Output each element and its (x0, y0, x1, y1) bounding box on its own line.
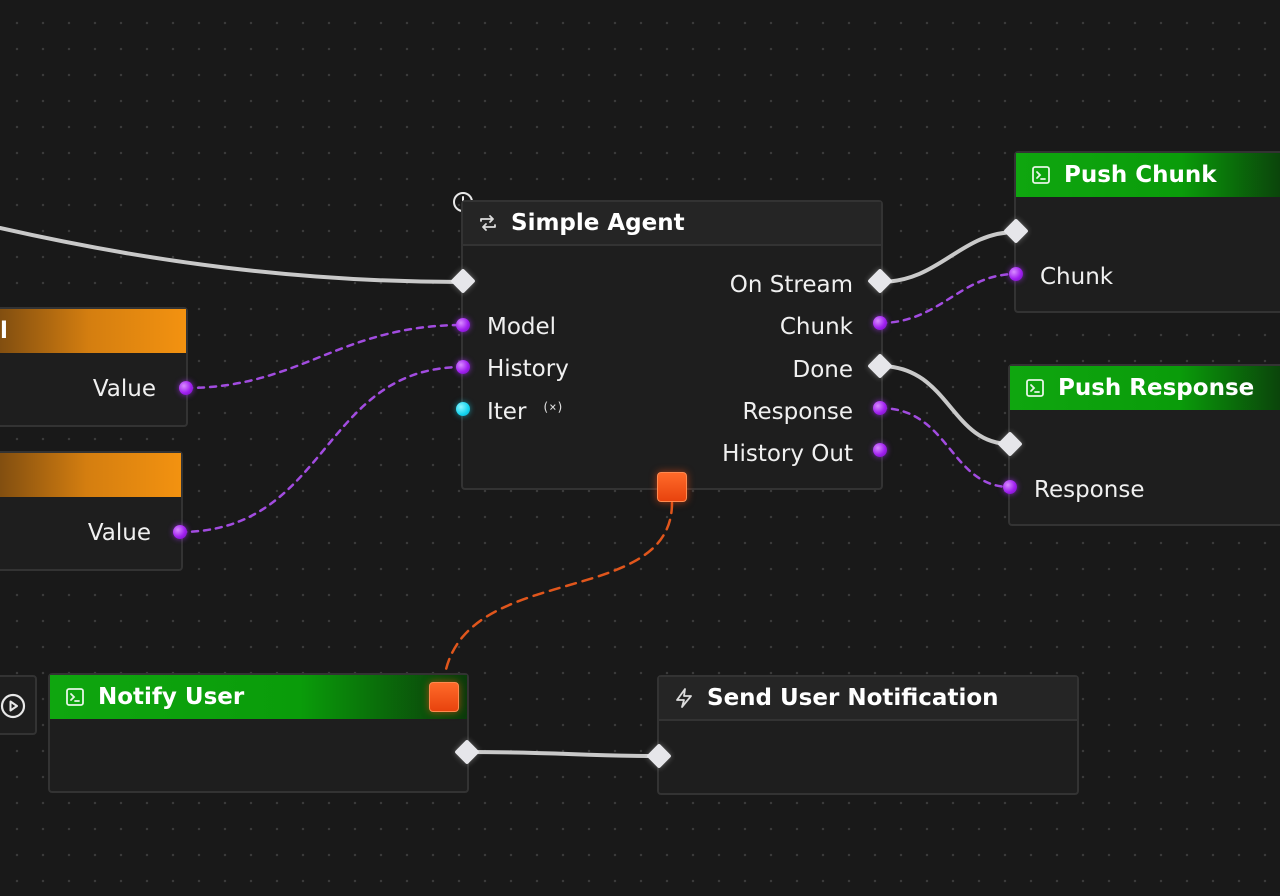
output-label-on-stream: On Stream (729, 272, 853, 298)
loop-icon (477, 212, 499, 234)
send-notification-node[interactable]: Send User Notification (657, 675, 1079, 795)
play-icon[interactable] (0, 693, 26, 719)
variable-icon: (×) (542, 400, 564, 414)
terminal-icon (1030, 164, 1052, 186)
push-response-title: Push Response (1058, 375, 1255, 401)
value-node-2[interactable]: Value (0, 451, 183, 571)
value-node-1-output-pin[interactable] (179, 381, 193, 395)
notify-user-title: Notify User (98, 684, 245, 710)
simple-agent-title: Simple Agent (511, 210, 685, 236)
push-chunk-node[interactable]: Push Chunk Chunk (1014, 151, 1280, 313)
input-label-history: History (487, 356, 569, 382)
simple-agent-error-pin[interactable] (657, 472, 687, 502)
notify-user-error-pin[interactable] (429, 682, 459, 712)
output-label-chunk: Chunk (779, 314, 853, 340)
value-node-2-header[interactable] (0, 453, 181, 497)
output-label-done: Done (792, 357, 853, 383)
push-response-input-label: Response (1034, 477, 1145, 503)
send-notification-title: Send User Notification (707, 685, 999, 711)
terminal-icon (1024, 377, 1046, 399)
push-response-header[interactable]: Push Response (1010, 366, 1280, 410)
simple-agent-node[interactable]: Simple Agent Model History Iter (×) On S… (461, 200, 883, 490)
push-response-node[interactable]: Push Response Response (1008, 364, 1280, 526)
chunk-output-pin[interactable] (873, 316, 887, 330)
push-chunk-header[interactable]: Push Chunk (1016, 153, 1280, 197)
push-response-input-pin[interactable] (1003, 480, 1017, 494)
output-label-history-out: History Out (722, 441, 853, 467)
lightning-icon (673, 687, 695, 709)
response-output-pin[interactable] (873, 401, 887, 415)
input-label-iter: Iter (487, 399, 527, 425)
push-chunk-input-pin[interactable] (1009, 267, 1023, 281)
history-out-output-pin[interactable] (873, 443, 887, 457)
history-input-pin[interactable] (456, 360, 470, 374)
output-label-response: Response (742, 399, 853, 425)
value-node-1-header[interactable]: l (0, 309, 186, 353)
push-chunk-input-label: Chunk (1040, 264, 1114, 290)
event-node-partial[interactable] (0, 675, 37, 735)
notify-user-node[interactable]: Notify User (48, 673, 469, 793)
terminal-icon (64, 686, 86, 708)
simple-agent-header[interactable]: Simple Agent (463, 202, 881, 246)
send-notification-header[interactable]: Send User Notification (659, 677, 1077, 721)
value-node-1[interactable]: l Value (0, 307, 188, 427)
value-node-2-output-label: Value (87, 520, 151, 546)
iter-input-pin[interactable] (456, 402, 470, 416)
notify-user-header[interactable]: Notify User (50, 675, 467, 719)
value-node-1-title: l (0, 318, 8, 344)
value-node-1-output-label: Value (92, 376, 156, 402)
push-chunk-title: Push Chunk (1064, 162, 1217, 188)
value-node-2-output-pin[interactable] (173, 525, 187, 539)
model-input-pin[interactable] (456, 318, 470, 332)
input-label-model: Model (487, 314, 557, 340)
